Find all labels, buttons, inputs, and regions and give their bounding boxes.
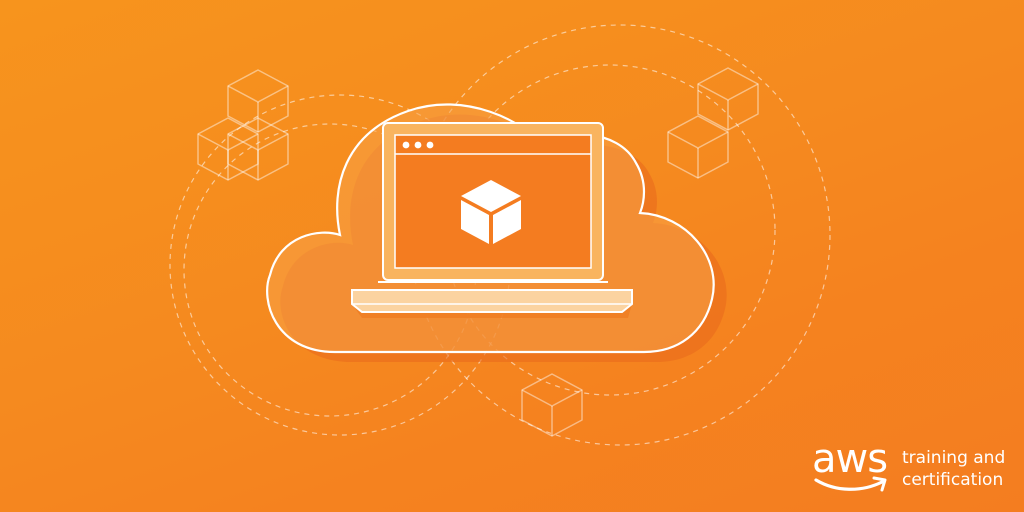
cube-outline-icon: [697, 67, 759, 131]
cube-stack-left: [197, 69, 289, 181]
cube-outline-icon: [227, 117, 289, 181]
cube-stack-right: [667, 67, 759, 179]
cube-icon: [461, 180, 521, 244]
aws-training-logo: aws training and certification: [812, 437, 1012, 500]
dashed-ring: [444, 64, 776, 396]
cube-outline-icon: [521, 373, 583, 437]
tagline-line-1: training and: [902, 448, 1006, 468]
aws-logo: aws: [812, 437, 894, 500]
cube-outline-icon: [197, 117, 259, 181]
brand-tagline: training and certification: [902, 447, 1005, 491]
amazon-smile-icon: [814, 476, 887, 492]
laptop-base: [351, 289, 633, 313]
tagline-line-2: certification: [902, 470, 1004, 490]
cube-outline-icon: [667, 115, 729, 179]
aws-wordmark: aws: [812, 436, 888, 482]
cube-outline-icon: [227, 69, 289, 133]
laptop-icon: [351, 122, 633, 318]
dashed-ring: [409, 24, 831, 446]
browser-dots-icon: [402, 141, 434, 149]
